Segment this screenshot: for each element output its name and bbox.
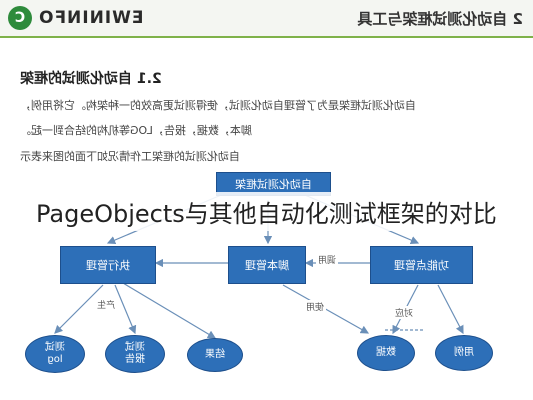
edge-func-case xyxy=(437,284,464,335)
edge-exec-report xyxy=(114,284,137,335)
exec-manage-box: 执行管理 xyxy=(60,246,156,284)
script-manage-box: 脚本管理 xyxy=(228,246,306,284)
header-divider xyxy=(0,36,533,38)
test-log-node: 测试 log xyxy=(25,335,85,373)
test-log-line-2: log xyxy=(47,354,63,365)
case-node: 用例 xyxy=(435,335,493,371)
header-bar xyxy=(0,0,533,36)
test-report-line-2: 报告 xyxy=(125,354,145,365)
edge-exec-log xyxy=(54,284,104,334)
data-node: 数据 xyxy=(357,335,415,371)
edge-label-use: 使用 xyxy=(303,300,326,313)
edge-exec-result xyxy=(122,282,217,339)
test-report-line-1: 测试 xyxy=(125,342,145,353)
func-manage-box: 功能点管理 xyxy=(370,246,473,284)
edge-label-correspond: 对应 xyxy=(392,306,415,319)
overlay-caption: PageObjects与其他自动化测试框架的对比 xyxy=(30,192,503,231)
test-report-node: 测试 报告 xyxy=(105,335,165,373)
edge-label-call: 调用 xyxy=(315,253,338,266)
result-node: 结果 xyxy=(187,338,243,372)
edge-label-produce: 产生 xyxy=(94,298,117,311)
test-log-line-1: 测试 xyxy=(45,342,65,353)
